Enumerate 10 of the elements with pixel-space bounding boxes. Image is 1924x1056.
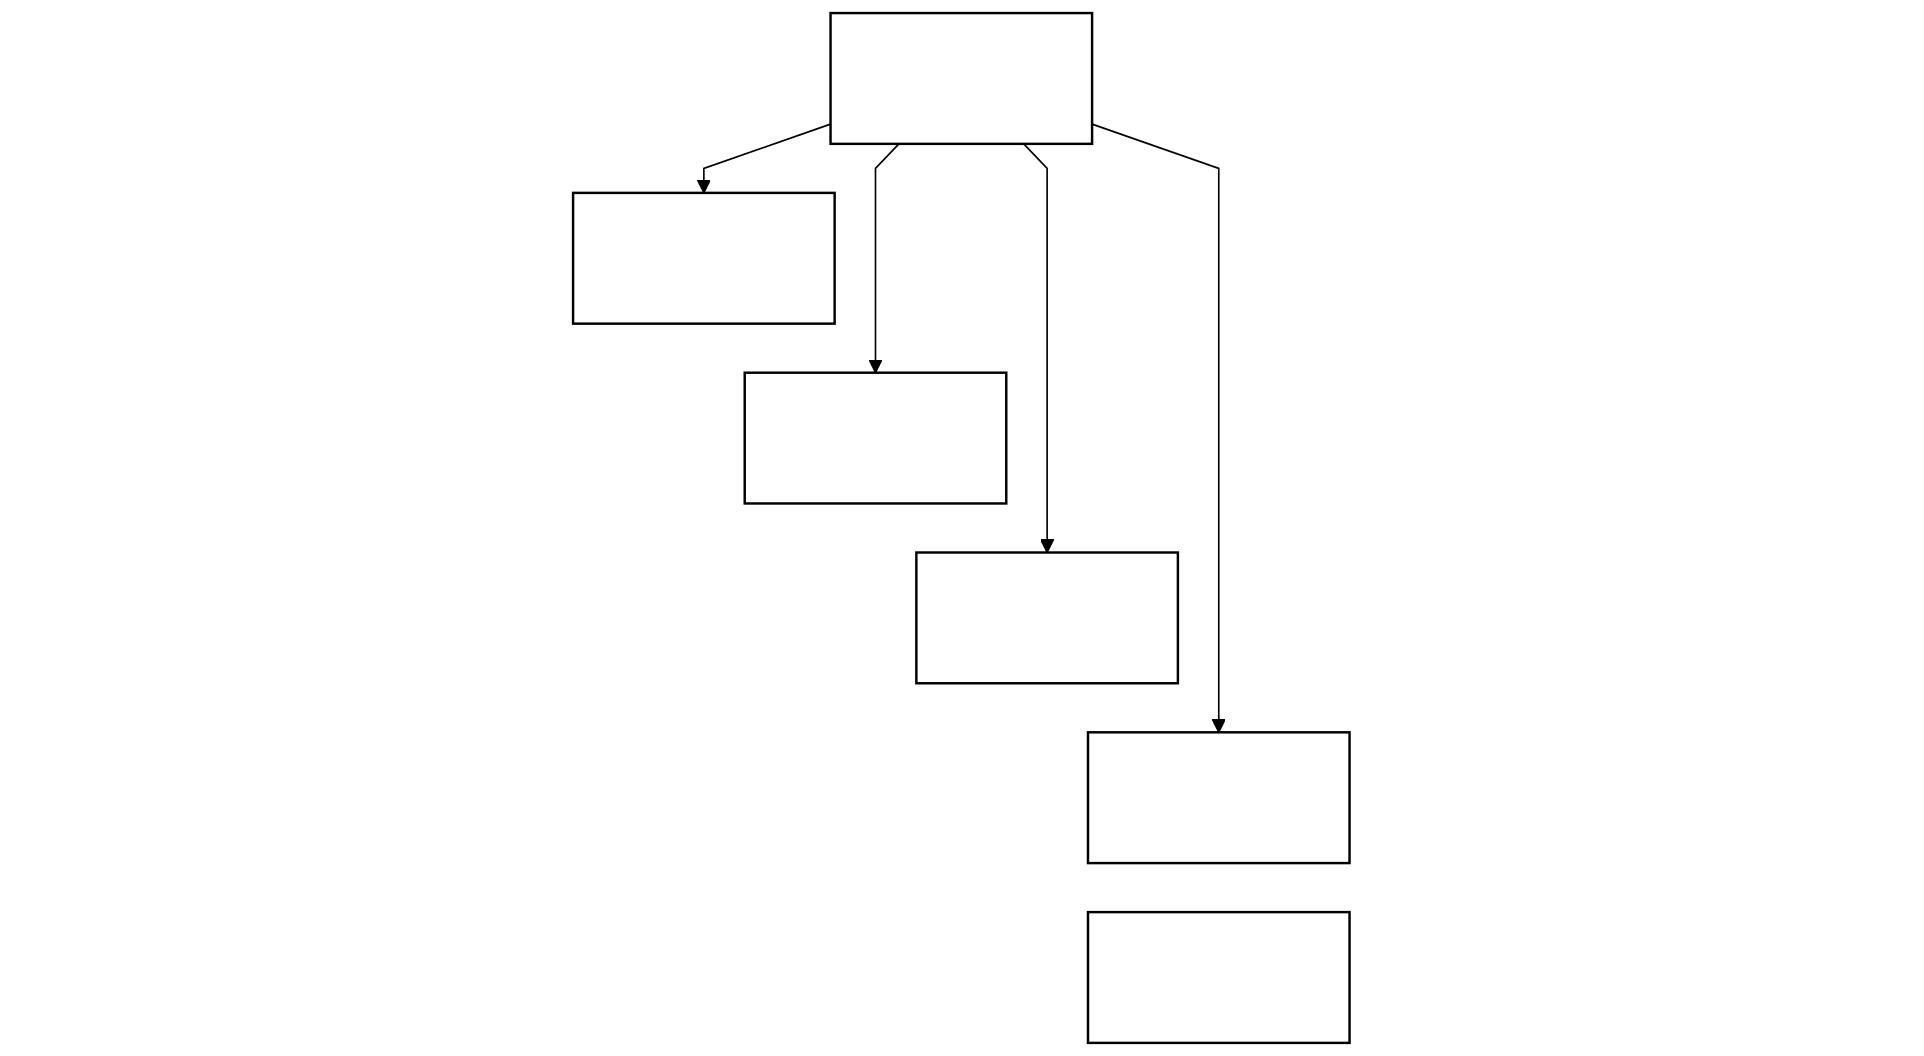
node-box [572,191,837,325]
node-box [830,11,1094,146]
node-box [1087,910,1352,1045]
arrow [1023,143,1055,554]
arrow [869,143,901,374]
node-box [744,371,1009,505]
arrow [1091,123,1227,733]
node-box [915,551,1180,685]
arrow [697,123,833,194]
node-box [1087,731,1352,865]
